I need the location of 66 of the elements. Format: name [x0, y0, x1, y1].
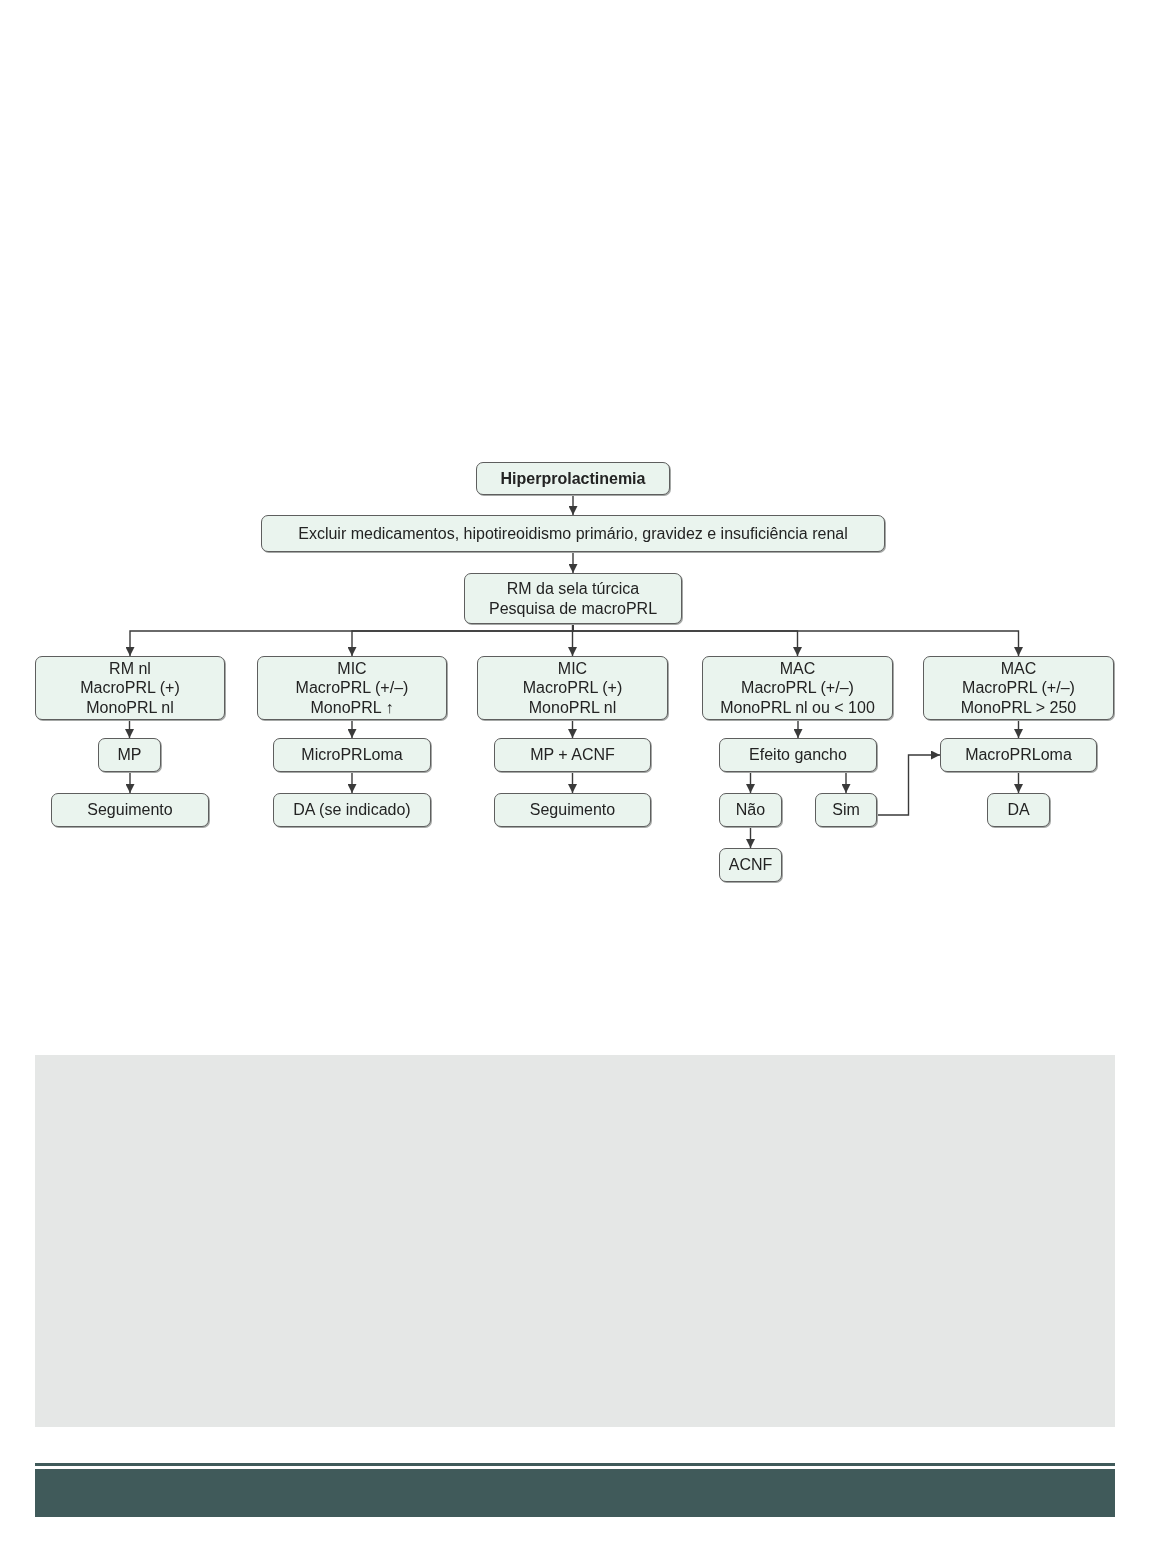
arrow	[347, 771, 357, 794]
process-box	[923, 656, 1114, 720]
step-text: MIC	[557, 658, 588, 679]
step-text: DA (se indicado)	[293, 800, 411, 820]
arrow	[568, 551, 578, 574]
step-text: RM nl	[109, 658, 151, 679]
step-text: MacroPRL (+/–)	[295, 678, 409, 698]
step-text: Seguimento	[87, 800, 173, 820]
process-box	[494, 793, 651, 827]
arrow	[568, 494, 578, 516]
process-box	[719, 848, 782, 882]
process-box	[815, 793, 877, 827]
step-text: MAC	[779, 658, 816, 679]
process-box	[987, 793, 1050, 827]
step-text: MacroPRL (+)	[522, 678, 623, 698]
process-box	[477, 656, 668, 720]
process-box	[464, 573, 682, 624]
step-text: MacroPRL (+)	[80, 678, 180, 698]
step-text: MonoPRL nl	[528, 697, 617, 718]
arrow	[568, 719, 577, 739]
process-box	[476, 462, 670, 495]
step-text: DA	[1007, 800, 1030, 820]
arrow	[746, 771, 755, 794]
process-box	[719, 793, 782, 827]
process-box	[940, 738, 1097, 772]
arrow	[746, 826, 755, 849]
step-text: Pesquisa de macroPRL	[488, 598, 658, 618]
step-text: RM da sela túrcica	[506, 579, 640, 599]
process-box	[702, 656, 893, 720]
step-text: MonoPRL nl ou < 100	[720, 697, 875, 718]
process-box	[261, 515, 885, 552]
arrow	[876, 750, 941, 816]
process-box	[494, 738, 651, 772]
arrow	[1014, 771, 1023, 794]
process-box	[719, 738, 877, 772]
step-text: Não	[735, 800, 766, 820]
arrow	[793, 719, 803, 739]
process-box	[273, 793, 431, 827]
step-text: MAC	[1000, 658, 1037, 679]
step-text: MIC	[337, 658, 367, 679]
step-text: MonoPRL ↑	[310, 697, 394, 718]
arrow	[347, 719, 357, 739]
process-box	[35, 656, 225, 720]
step-text: Hiperprolactinemia	[500, 468, 646, 489]
step-text: Seguimento	[529, 800, 616, 820]
step-text: MonoPRL > 250	[960, 697, 1077, 718]
step-text: MacroPRL (+/–)	[741, 678, 854, 698]
arrow	[841, 771, 851, 794]
step-text: MonoPRL nl	[86, 697, 174, 718]
step-text: MicroPRLoma	[301, 745, 403, 765]
process-box	[98, 738, 161, 772]
step-text: Efeito gancho	[749, 745, 847, 765]
process-box	[51, 793, 209, 827]
step-text: MP	[117, 745, 142, 765]
arrow	[125, 771, 135, 794]
arrow	[1014, 719, 1023, 739]
step-text: MacroPRL (+/–)	[962, 678, 1075, 698]
step-text: MacroPRLoma	[965, 745, 1072, 765]
step-text: Excluir medicamentos, hipotireoidismo primário, gravidez e insuficiência renal	[298, 523, 848, 544]
process-box	[257, 656, 447, 720]
process-box	[273, 738, 431, 772]
step-text: Sim	[832, 800, 860, 820]
step-text: MP + ACNF	[530, 745, 615, 765]
arrow	[568, 771, 577, 794]
arrow	[125, 719, 134, 739]
step-text: ACNF	[728, 855, 773, 875]
